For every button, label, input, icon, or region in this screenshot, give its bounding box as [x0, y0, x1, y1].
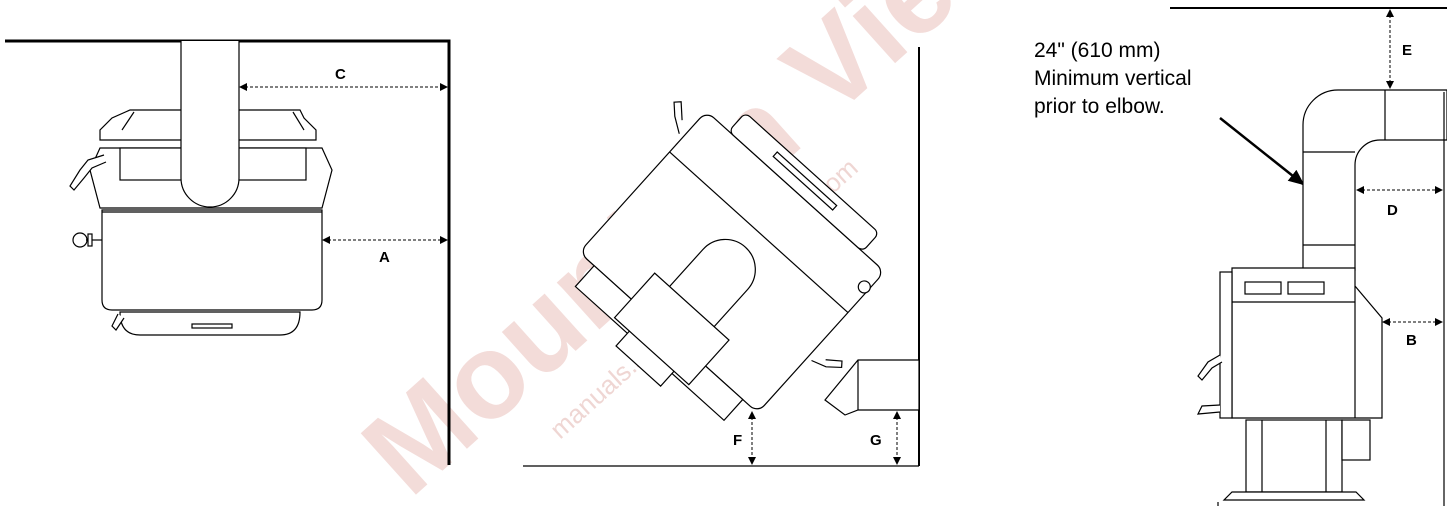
knob-icon [857, 280, 871, 294]
note-line-1: 24" (610 mm) [1034, 39, 1161, 62]
pedestal-base [1222, 491, 1366, 501]
label-a: A [379, 249, 390, 266]
label-e: E [1402, 42, 1412, 59]
label-f: F [733, 432, 742, 449]
side-view-stove: 24" (610 mm) Minimum vertical prior to e… [1034, 7, 1447, 506]
side-handle-icon [69, 154, 107, 191]
pedestal [1245, 419, 1343, 493]
side-handle-icon [1197, 354, 1223, 381]
label-d: D [1387, 202, 1398, 219]
flue-pipe [180, 41, 240, 208]
note-line-2: Minimum vertical [1034, 67, 1192, 90]
wall-corner-left [5, 39, 451, 465]
stove-main-body [101, 209, 323, 311]
corner-elbow-pipe [824, 359, 920, 416]
vertical-pipe-elbow [1302, 89, 1447, 271]
label-g: G [870, 432, 882, 449]
corner-view-stove: F G [523, 47, 920, 467]
top-view-stove: C A [5, 39, 451, 465]
side-handle-icon [673, 101, 683, 134]
label-c: C [335, 66, 346, 83]
note-leader-arrow [1219, 117, 1305, 186]
knob-icon [72, 232, 88, 248]
note-line-3: prior to elbow. [1034, 95, 1165, 118]
label-b: B [1406, 332, 1417, 349]
